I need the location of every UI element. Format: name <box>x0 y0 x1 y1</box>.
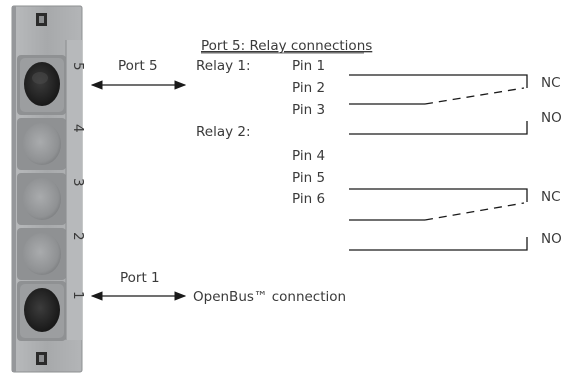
relay-2-label: Relay 2: <box>196 124 251 140</box>
relay-1-no-line <box>349 121 528 135</box>
port-number-3: 3 <box>70 178 86 187</box>
port-1-label: Port 1 <box>120 270 160 286</box>
port-number-2: 2 <box>70 232 86 241</box>
relay-1-label: Relay 1: <box>196 58 251 74</box>
openbus-label: OpenBus™ connection <box>193 289 346 305</box>
relay-connections-heading: Port 5: Relay connections <box>201 38 372 54</box>
pin-2-label: Pin 2 <box>292 80 325 96</box>
relay-2-nc-line <box>349 188 528 202</box>
relay-1-switch-arm <box>424 87 525 105</box>
socket-port-4 <box>17 118 66 170</box>
module-left-rail <box>12 6 16 372</box>
port-number-4: 4 <box>70 124 86 133</box>
socket-port-3 <box>17 173 66 225</box>
module-right-rail <box>66 40 82 340</box>
port-5-label: Port 5 <box>118 58 158 74</box>
socket-port-5 <box>17 55 66 115</box>
port-number-1: 1 <box>70 291 86 300</box>
relay-2-switch-arm <box>424 202 525 221</box>
relay-1-nc-line <box>349 74 528 88</box>
pin-5-label: Pin 5 <box>292 170 325 186</box>
pin-3-label: Pin 3 <box>292 102 325 118</box>
relay-2-no-label: NO <box>541 231 562 247</box>
relay-1-nc-label: NC <box>541 75 561 91</box>
pin-6-label: Pin 6 <box>292 191 325 207</box>
pin-1-label: Pin 1 <box>292 58 325 74</box>
relay-1-contact-diagram <box>349 74 528 135</box>
socket-port-1 <box>17 281 66 341</box>
socket-port-2 <box>17 228 66 280</box>
module-bottom-slot-inner <box>39 355 44 362</box>
relay-2-contact-diagram <box>349 188 528 251</box>
module-top-slot-inner <box>39 16 44 23</box>
relay-1-no-label: NO <box>541 110 562 126</box>
relay-2-nc-label: NC <box>541 189 561 205</box>
relay-module: 5 4 3 2 1 <box>11 5 86 373</box>
pin-4-label: Pin 4 <box>292 148 325 164</box>
relay-2-no-line <box>349 237 528 251</box>
port-number-5: 5 <box>70 62 86 71</box>
